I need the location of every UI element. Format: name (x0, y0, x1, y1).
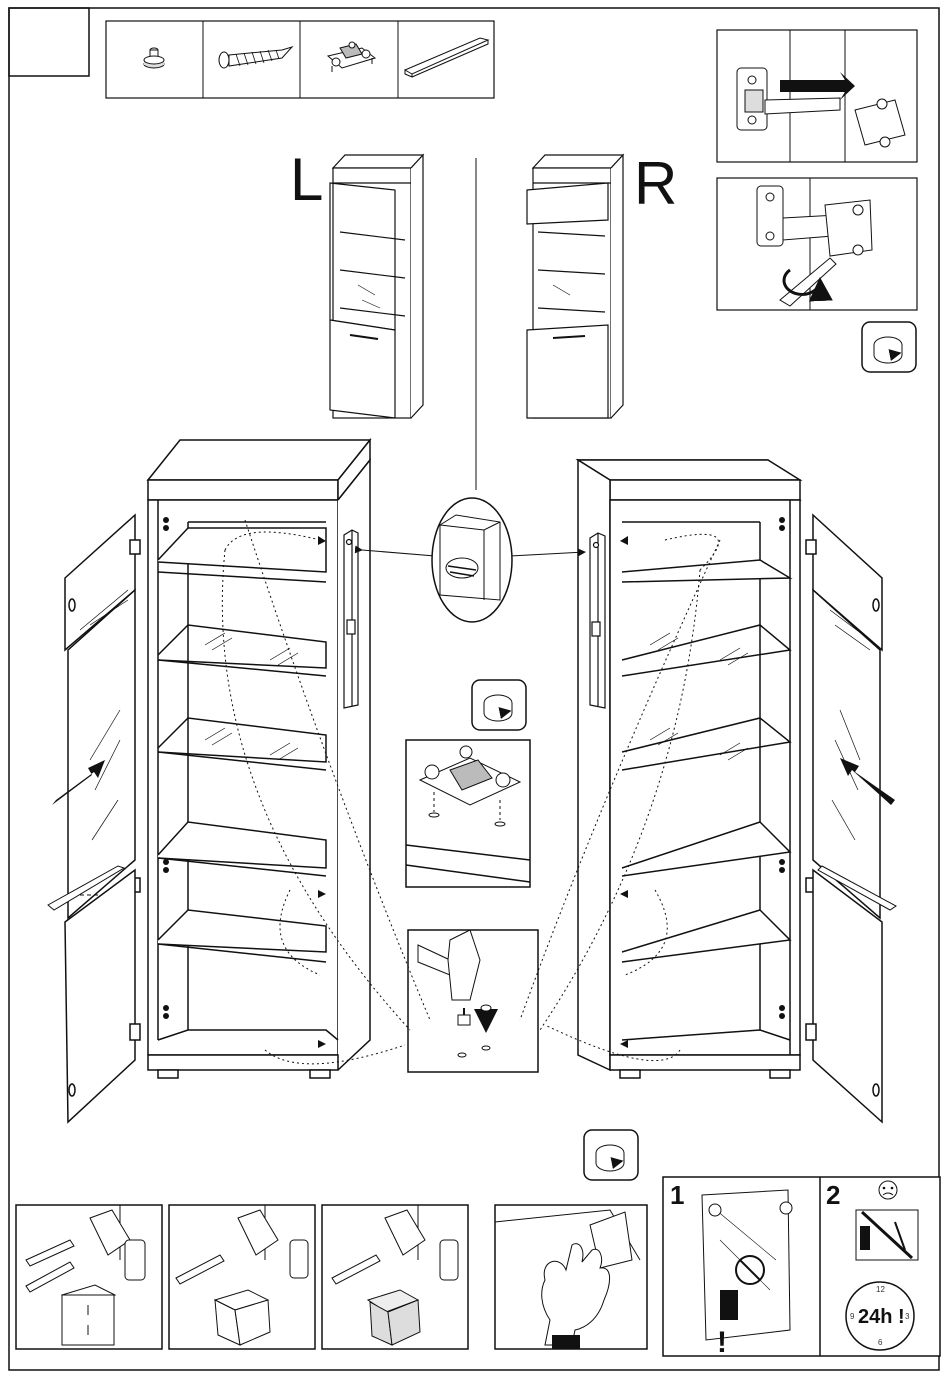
hinge-adjust-panel-1 (16, 1205, 162, 1349)
hinge-slide-panel (717, 30, 917, 162)
warning-exclaim: ! (717, 1326, 727, 1359)
large-cabinet-left (148, 440, 370, 1078)
door-left-upper (65, 515, 140, 918)
hinge-plate-icon (328, 42, 375, 72)
clock-9: 9 (850, 1312, 855, 1321)
screw-icon (219, 47, 292, 68)
clock-exclaim: ! (898, 1306, 905, 1328)
door-right-upper (806, 515, 882, 918)
strip-icon (405, 38, 488, 77)
warning-panel: 1 2 ! 12 3 6 9 24h ! (663, 1177, 940, 1359)
hinge-plate-detail (406, 740, 530, 887)
clock-3: 3 (905, 1312, 910, 1321)
parts-strip (106, 21, 494, 98)
small-cabinet-left (330, 155, 423, 418)
hinge-adjust-panel-3 (322, 1205, 468, 1349)
cam-dowel-detail (408, 930, 538, 1072)
clock-duration: 24h (858, 1306, 892, 1328)
rotate-icon-center (472, 680, 526, 730)
warning-step-1: 1 (670, 1180, 684, 1210)
strip-right (590, 533, 605, 708)
small-cabinet-right (527, 155, 623, 418)
hinge-screw-panel (717, 178, 917, 310)
step-number-box (9, 8, 89, 76)
clock-6: 6 (878, 1338, 883, 1347)
cam-lock-detail (432, 498, 512, 622)
rotate-icon-top (862, 322, 916, 372)
pointer-right-strip (510, 552, 585, 556)
warning-step-2: 2 (826, 1180, 840, 1210)
right-label: R (634, 150, 677, 217)
large-cabinet-right (578, 460, 800, 1078)
left-label: L (290, 146, 323, 213)
cam-dowel-icon (144, 48, 164, 68)
clock-12: 12 (876, 1285, 885, 1294)
rotate-icon-bottom (584, 1130, 638, 1180)
hinge-adjust-panel-2 (169, 1205, 315, 1349)
peel-film-panel (495, 1205, 647, 1349)
pointer-left-strip (362, 550, 435, 556)
strip-left (344, 530, 358, 708)
